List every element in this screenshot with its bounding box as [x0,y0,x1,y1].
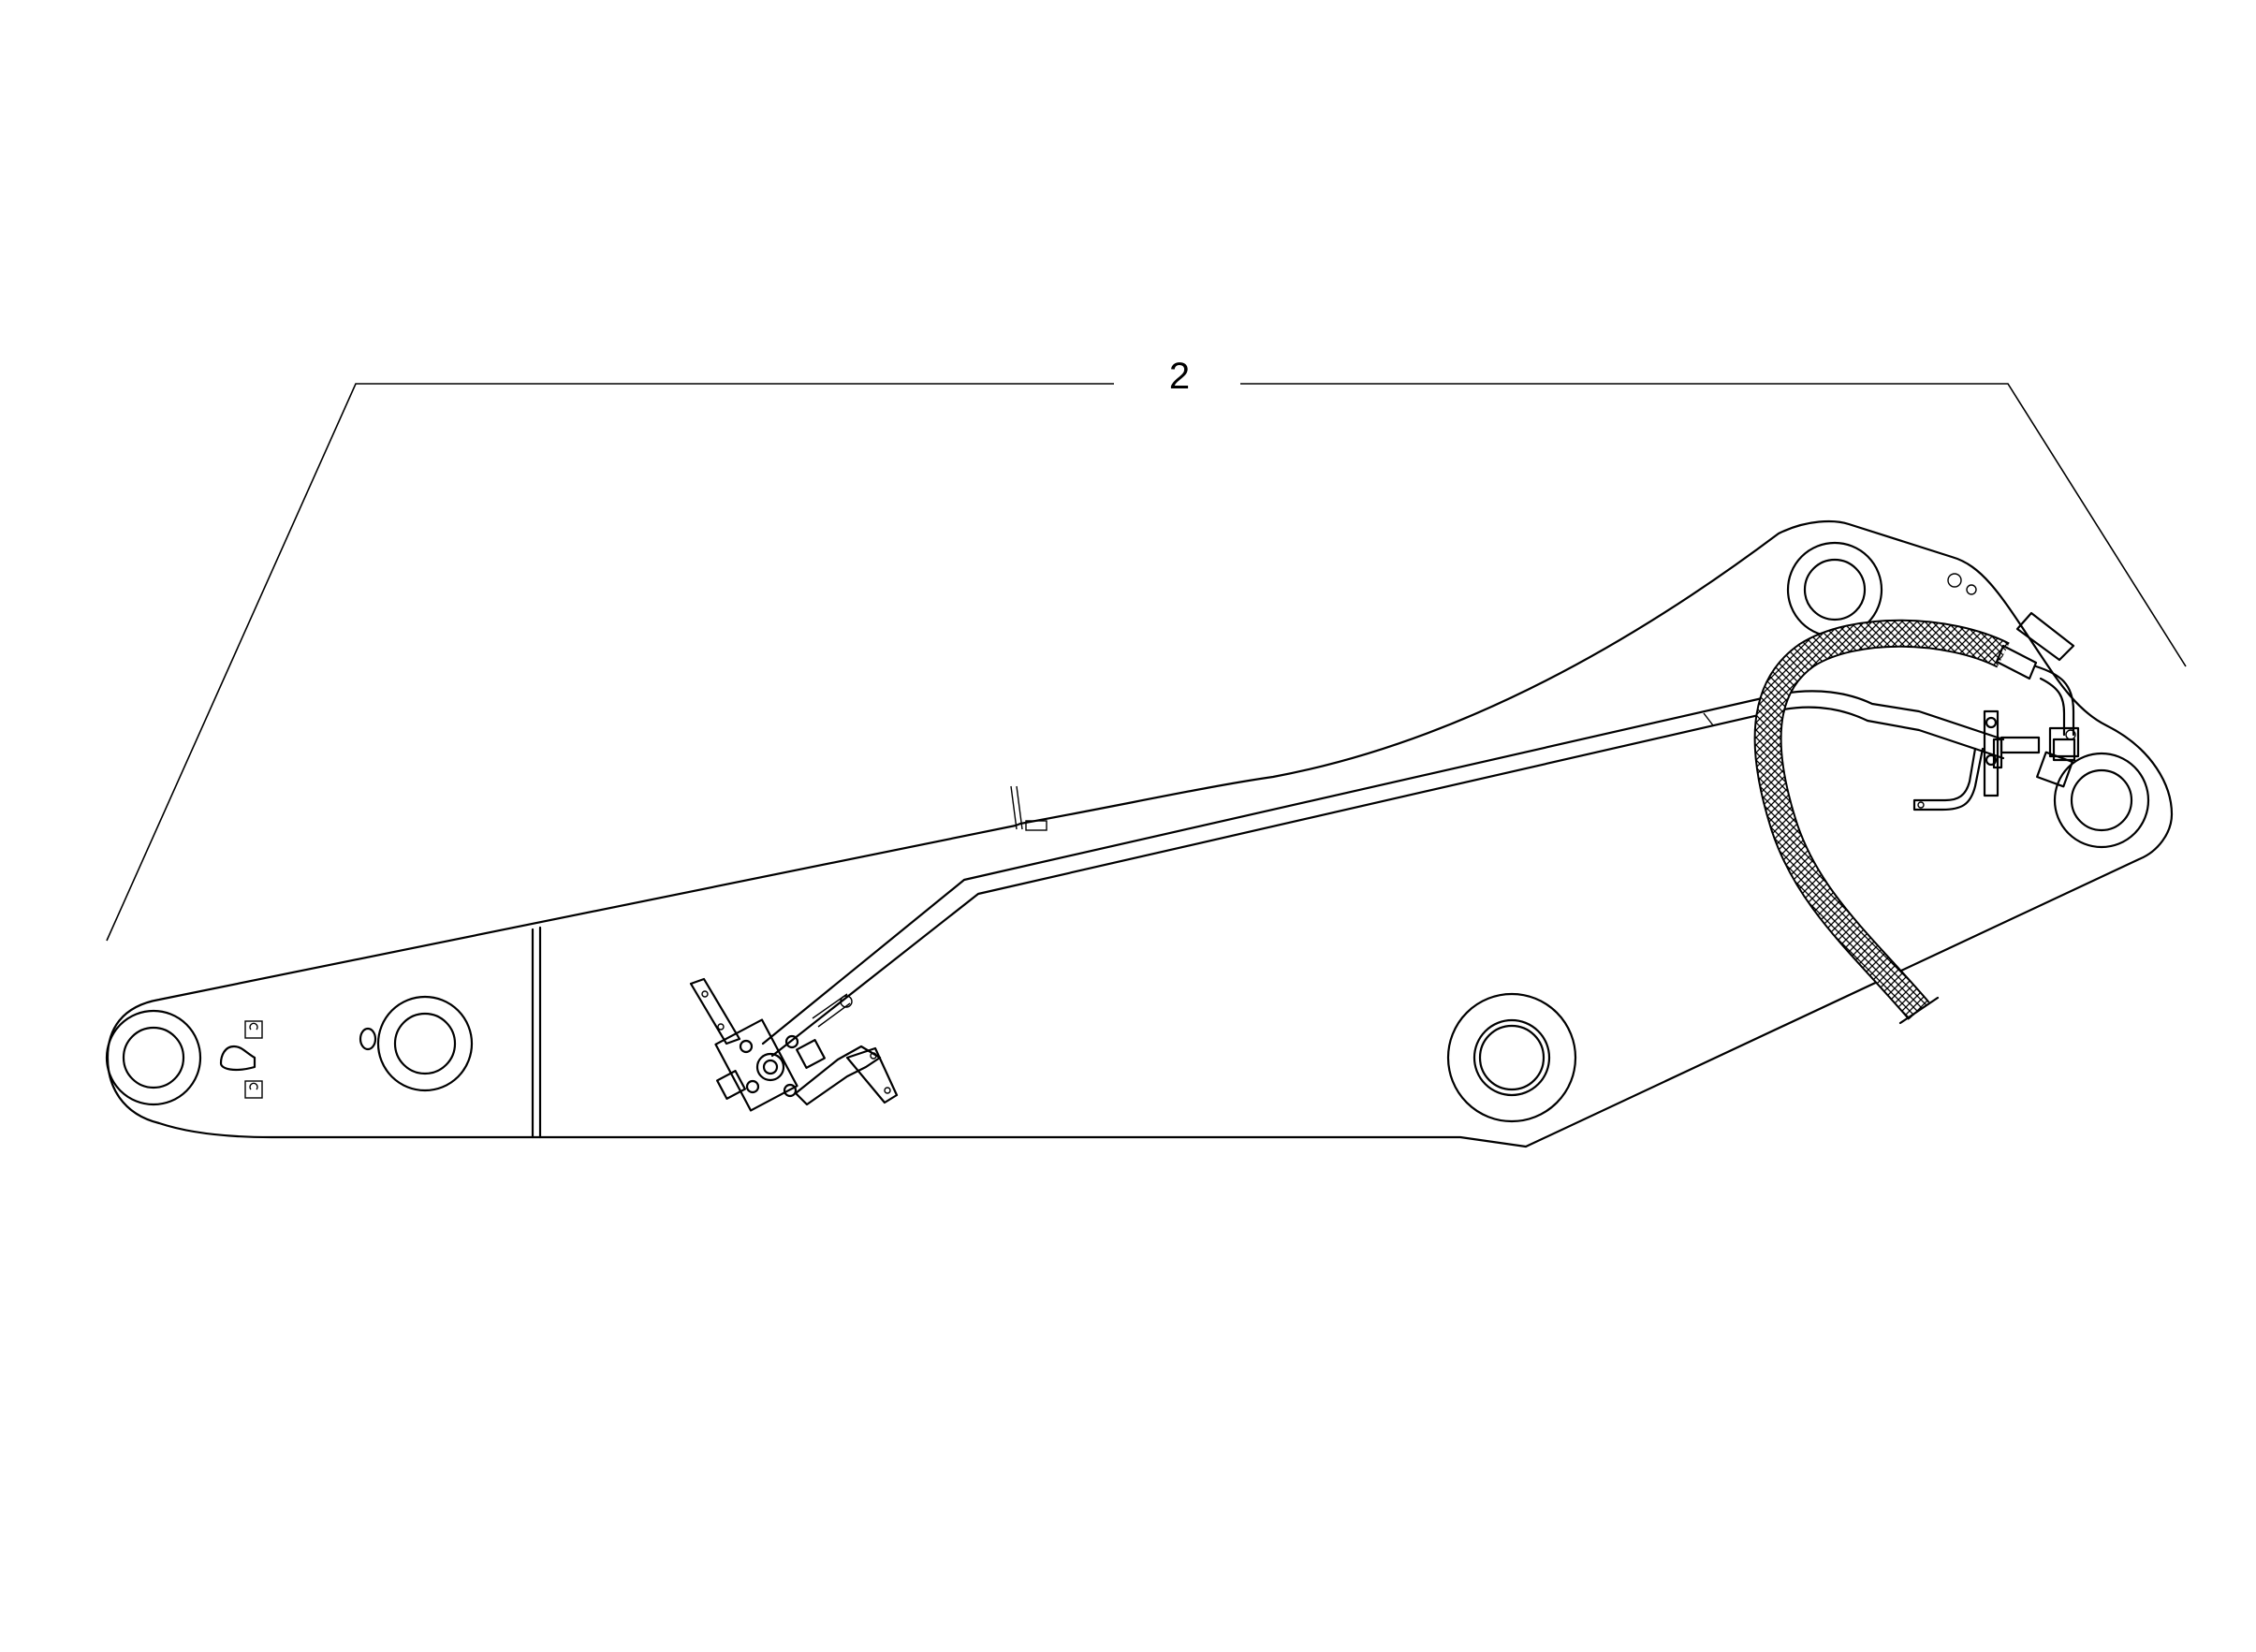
pin-boss-tip [2053,752,2150,849]
pin-boss-bottom-center [1446,992,1577,1123]
top-tab [1010,785,1047,831]
pin-boss-left-second [359,995,474,1092]
braided-hose [1753,619,2010,1025]
grease-fitting-left [219,1020,263,1099]
callout-number: 2 [1168,356,1191,397]
clamp-assembly-lower [689,977,899,1112]
clamp-assembly-upper [1912,709,2041,811]
hose-fitting-top [1995,611,2080,788]
pin-boss-left [105,1009,202,1106]
callout-leader [106,383,2187,942]
boom-outline [106,519,2174,1148]
